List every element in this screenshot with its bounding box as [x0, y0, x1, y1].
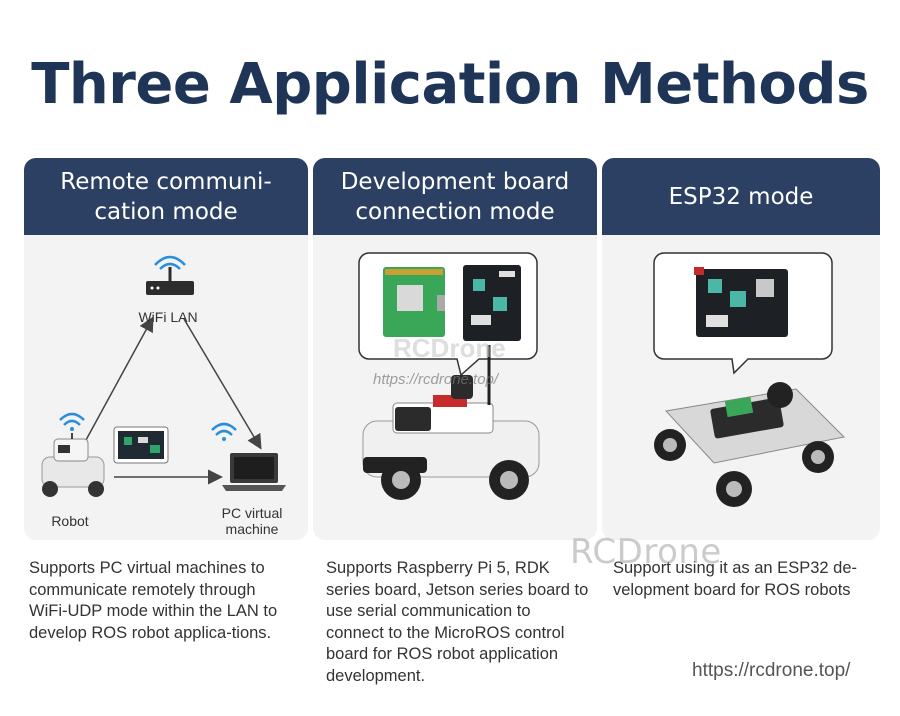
card-header: Remote communi- cation mode	[24, 158, 308, 235]
chassis-car-icon	[654, 382, 846, 507]
card-esp32: ESP32 mode	[602, 158, 880, 540]
card-illustration: RCDrone https://rcdrone.top/	[313, 235, 597, 540]
raspberry-pi-board-icon	[383, 267, 445, 337]
wifi-icon	[59, 412, 85, 431]
card-description-esp32: Support using it as an ESP32 de-velopmen…	[613, 559, 857, 599]
card-illustration: WiFi LAN Robot PC virtual machine	[24, 235, 308, 540]
control-board-icon	[463, 265, 521, 341]
page-title: Three Application Methods	[31, 52, 869, 117]
pc-label: PC virtual machine	[221, 505, 283, 537]
esp32-board-icon	[694, 267, 788, 337]
wifi-lan-label: WiFi LAN	[138, 309, 198, 325]
watermark-url-bottom: https://rcdrone.top/	[692, 660, 851, 681]
router-icon	[146, 255, 194, 295]
laptop-icon	[222, 453, 286, 491]
card-development-board: Development board connection mode	[313, 158, 597, 540]
network-diagram	[41, 255, 286, 497]
card-header: Development board connection mode	[313, 158, 597, 235]
card-description-remote: Supports PC virtual machines to communic…	[29, 559, 278, 642]
card-remote-communication: Remote communi- cation mode	[24, 158, 308, 540]
card-title: ESP32 mode	[668, 183, 814, 210]
watermark-brand-large: RCDrone	[570, 532, 722, 572]
card-title: Development board connection mode	[340, 168, 570, 225]
watermark-url: https://rcdrone.top/	[373, 371, 499, 388]
watermark-brand: RCDrone	[393, 333, 506, 363]
wifi-icon	[211, 422, 237, 441]
card-title: Remote communi- cation mode	[60, 168, 272, 225]
robot-car-illustration	[358, 252, 540, 500]
card-illustration	[602, 235, 880, 540]
robot-label: Robot	[51, 513, 89, 529]
card-description-devboard: Supports Raspberry Pi 5, RDK series boar…	[326, 559, 589, 685]
robot-icon	[41, 433, 105, 497]
esp32-car-illustration	[653, 252, 846, 507]
robot-car-icon	[362, 345, 540, 500]
board-icon	[113, 426, 169, 464]
card-header: ESP32 mode	[602, 158, 880, 235]
